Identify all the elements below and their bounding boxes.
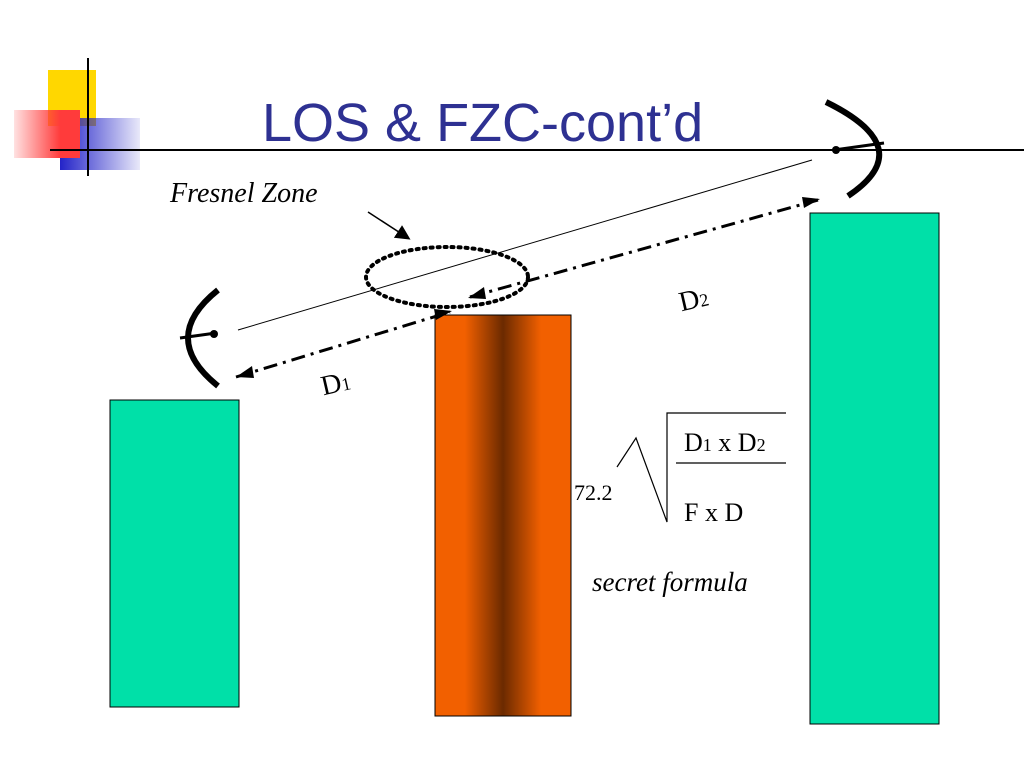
right-tower bbox=[809, 212, 940, 725]
left-dish-feed-tip bbox=[210, 330, 218, 338]
formula-numerator: D1 x D2 bbox=[684, 428, 766, 458]
right-dish-feed bbox=[833, 141, 885, 152]
right-dish-reflector bbox=[824, 99, 883, 199]
right-dish-feed-tip bbox=[832, 146, 840, 154]
fresnel-pointer-arrow bbox=[367, 211, 411, 240]
numerator-d2: D bbox=[737, 428, 757, 457]
fresnel-zone-label: Fresnel Zone bbox=[170, 178, 318, 209]
title-decoration bbox=[14, 58, 1024, 176]
slide-title: LOS & FZC-cont’d bbox=[262, 93, 704, 153]
numerator-operator: x bbox=[711, 428, 738, 457]
numerator-d1-sub: 1 bbox=[702, 435, 712, 455]
right-antenna bbox=[824, 99, 885, 199]
d2-arrow-right bbox=[802, 197, 820, 208]
d1-arrow-left bbox=[236, 366, 254, 378]
formula-caption: secret formula bbox=[592, 567, 748, 597]
formula-denominator: F x D bbox=[684, 498, 744, 527]
radical-sign bbox=[616, 412, 786, 523]
line-of-sight bbox=[237, 159, 813, 331]
d1-arrow-right bbox=[434, 309, 452, 320]
numerator-d1: D bbox=[684, 428, 703, 457]
d2-dimension-line bbox=[469, 198, 819, 299]
left-tower bbox=[109, 399, 240, 708]
fresnel-zone-ellipse bbox=[364, 245, 530, 309]
left-dish-reflector bbox=[185, 287, 220, 389]
left-dish-feed bbox=[179, 331, 217, 340]
d2-arrow-left bbox=[468, 287, 486, 299]
obstacle-building bbox=[434, 314, 572, 717]
formula-coefficient: 72.2 bbox=[574, 480, 613, 505]
numerator-d2-sub: 2 bbox=[756, 435, 766, 455]
d1-dimension-line bbox=[235, 310, 451, 379]
left-antenna bbox=[179, 287, 220, 389]
